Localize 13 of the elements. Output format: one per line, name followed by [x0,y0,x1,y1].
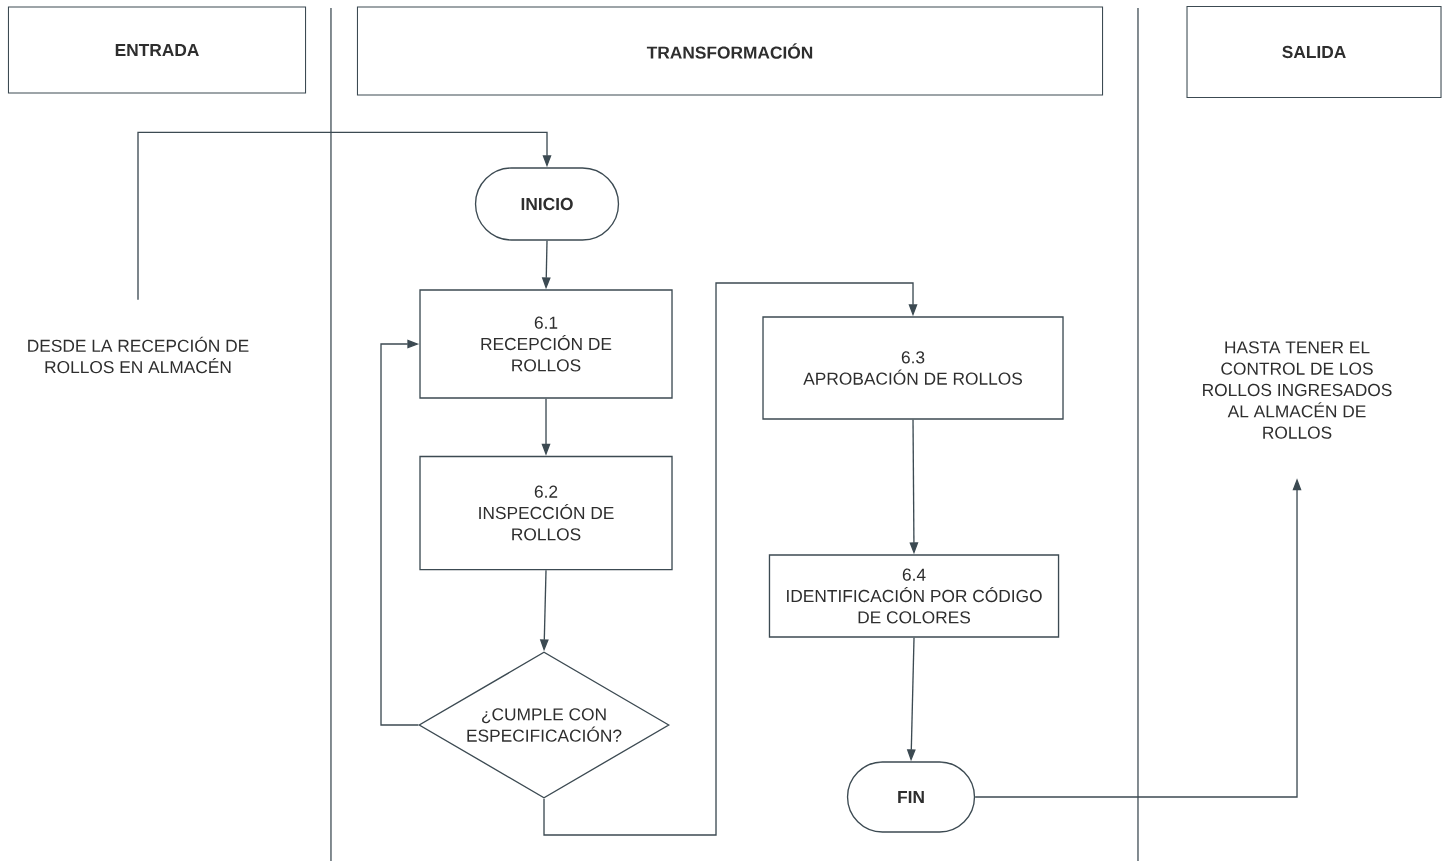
process-box: 6.3 APROBACIÓN DE ROLLOS [762,316,1064,420]
lane-header: TRANSFORMACIÓN [356,6,1104,96]
arrow [543,282,918,836]
end-terminal: FIN [846,761,976,833]
output-note: HASTA TENER EL CONTROL DE LOS ROLLOS INGRESADOS AL ALMACÉN DE ROLLOS [1203,341,1392,439]
input-note: DESDE LA RECEPCIÓN DE ROLLOS EN ALMACÉN [28,336,249,374]
start-terminal: INICIO [474,167,620,241]
lane-header: ENTRADA [7,6,307,94]
process-box: 6.2 INSPECCIÓN DE ROLLOS [419,455,673,571]
process-box: 6.1 RECEPCIÓN DE ROLLOS [419,289,673,399]
process-box: 6.4 IDENTIFICACIÓN POR CÓDIGO DE COLORES [768,554,1060,638]
lane-header: SALIDA [1186,6,1442,98]
arrow [137,131,552,301]
